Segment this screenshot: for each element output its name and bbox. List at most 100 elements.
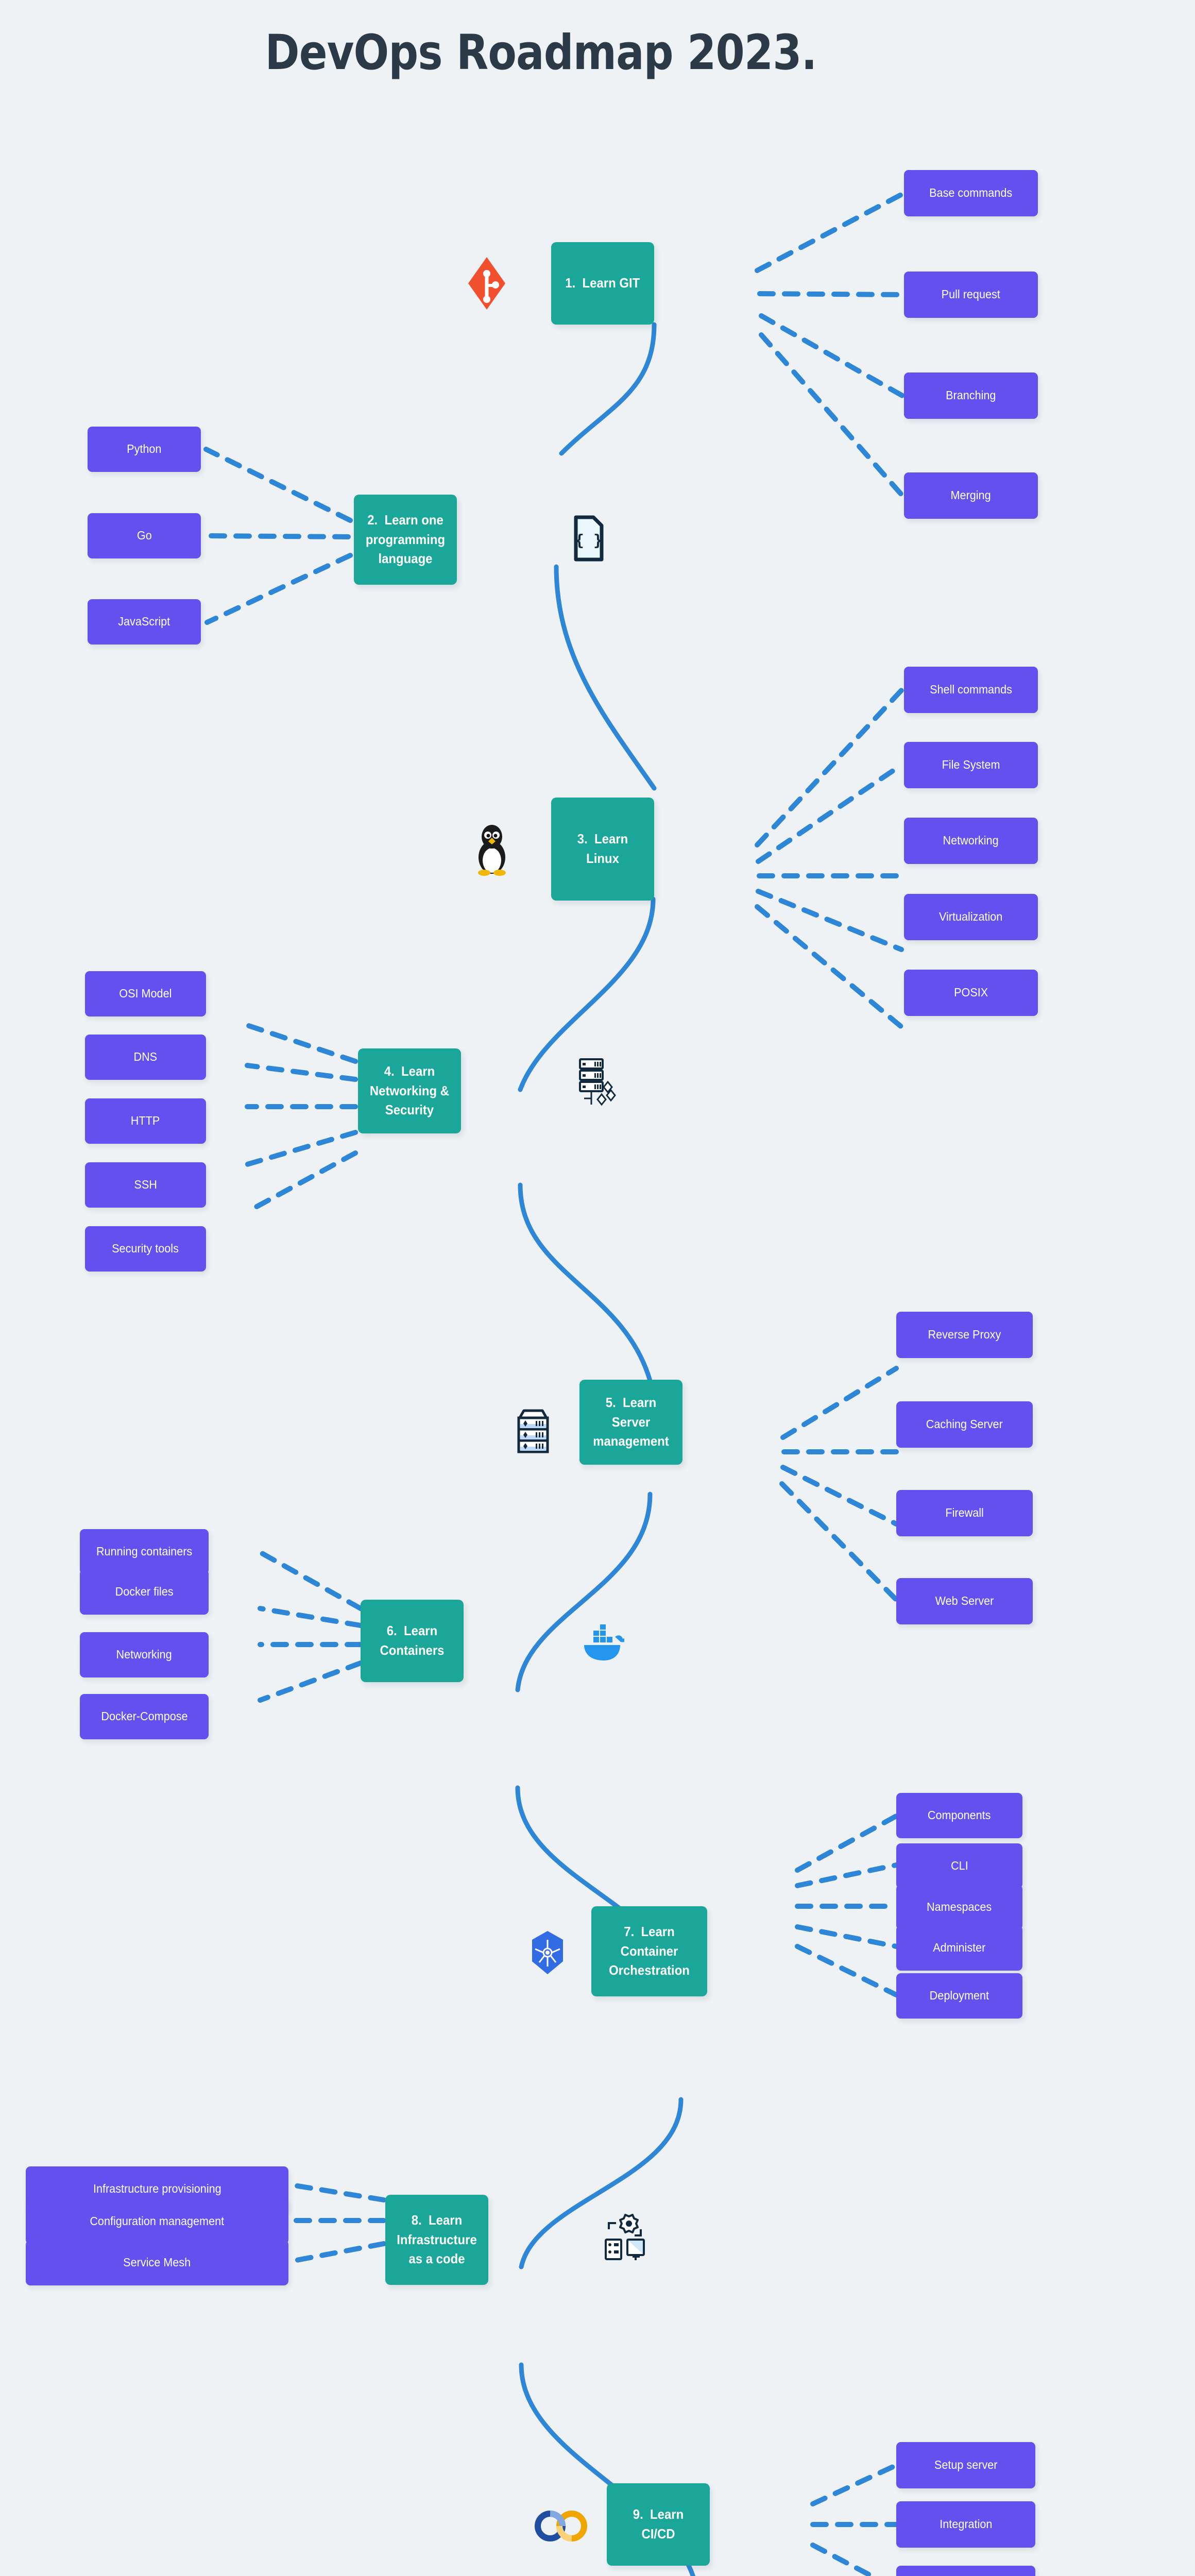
leaf-ssh[interactable]: SSH	[85, 1162, 206, 1208]
step-number: 9.	[633, 2506, 643, 2522]
leaf-security-tools[interactable]: Security tools	[85, 1226, 206, 1272]
leaf-label: Base commands	[929, 186, 1013, 200]
leaf-label: CLI	[950, 1859, 968, 1873]
leaf-label: SSH	[134, 1178, 157, 1192]
leaf-label: Setup server	[934, 2458, 998, 2472]
node-label: 6. Learn Containers	[371, 1621, 453, 1660]
leaf-label: Virtualization	[939, 910, 1003, 924]
leaf-pipeline-tools[interactable]: Pipeline tools	[896, 2566, 1035, 2576]
step-number: 7.	[624, 1923, 635, 1939]
step-number: 8.	[411, 2212, 422, 2228]
leaf-service-mesh[interactable]: Service Mesh	[26, 2240, 288, 2285]
leaf-label: Caching Server	[926, 1417, 1003, 1431]
leaf-label: Pull request	[941, 287, 1001, 301]
node-step-5[interactable]: 5. Learn Server management	[579, 1380, 682, 1465]
leaf-merging[interactable]: Merging	[904, 472, 1038, 519]
node-label: 5. Learn Server management	[590, 1393, 672, 1451]
node-step-3[interactable]: 3. Learn Linux	[551, 798, 654, 901]
step-number: 2.	[367, 512, 378, 528]
code-file-icon: { }	[571, 513, 607, 564]
leaf-go[interactable]: Go	[88, 513, 201, 558]
leaf-label: Security tools	[112, 1242, 179, 1256]
leaf-label: Firewall	[945, 1506, 984, 1520]
leaf-javascript[interactable]: JavaScript	[88, 599, 201, 645]
git-icon	[464, 252, 510, 314]
network-security-icon	[574, 1054, 621, 1110]
node-step-8[interactable]: 8. Learn Infrastructure as a code	[385, 2195, 488, 2285]
node-step-6[interactable]: 6. Learn Containers	[361, 1600, 464, 1682]
svg-text:{ }: { }	[575, 532, 603, 550]
leaf-osi-model[interactable]: OSI Model	[85, 971, 206, 1016]
leaf-administer[interactable]: Administer	[896, 1925, 1022, 1971]
node-step-9[interactable]: 9. Learn CI/CD	[607, 2483, 710, 2566]
leaf-web-server[interactable]: Web Server	[896, 1578, 1033, 1624]
leaf-label: File System	[942, 758, 1000, 772]
step-name: Learn Server management	[593, 1394, 669, 1449]
leaf-label: Docker-Compose	[100, 1709, 188, 1723]
leaf-label: OSI Model	[119, 987, 172, 1001]
cicd-infinity-icon	[533, 2501, 590, 2550]
page-title: DevOps Roadmap 2023.	[265, 25, 817, 81]
node-step-1[interactable]: 1. Learn GIT	[551, 242, 654, 325]
leaf-networking-docker[interactable]: Networking	[80, 1632, 209, 1677]
leaf-base-commands[interactable]: Base commands	[904, 170, 1038, 216]
step-name: Learn GIT	[582, 275, 640, 291]
leaf-setup-server[interactable]: Setup server	[896, 2442, 1035, 2488]
leaf-label: DNS	[133, 1050, 158, 1064]
leaf-docker-files[interactable]: Docker files	[80, 1569, 209, 1615]
leaf-label: Namespaces	[927, 1900, 992, 1914]
node-step-4[interactable]: 4. Learn Networking & Security	[358, 1048, 461, 1133]
leaf-label: Infrastructure provisioning	[93, 2182, 221, 2196]
leaf-label: Go	[136, 529, 152, 543]
leaf-caching-server[interactable]: Caching Server	[896, 1401, 1033, 1448]
step-number: 4.	[384, 1063, 395, 1079]
leaf-http[interactable]: HTTP	[85, 1098, 206, 1144]
leaf-virtualization[interactable]: Virtualization	[904, 894, 1038, 940]
step-number: 5.	[605, 1394, 616, 1410]
node-label: 2. Learn one programming language	[365, 511, 446, 569]
leaf-label: POSIX	[953, 986, 988, 999]
step-number: 3.	[577, 831, 588, 847]
leaf-file-system[interactable]: File System	[904, 742, 1038, 788]
leaf-running-containers[interactable]: Running containers	[80, 1529, 209, 1574]
leaf-label: Running containers	[96, 1545, 193, 1558]
leaf-label: Merging	[950, 488, 992, 502]
leaf-branching[interactable]: Branching	[904, 372, 1038, 419]
leaf-label: Configuration management	[90, 2214, 225, 2228]
leaf-deployment[interactable]: Deployment	[896, 1973, 1022, 2019]
infrastructure-code-icon	[600, 2209, 649, 2266]
leaf-label: JavaScript	[118, 615, 170, 629]
leaf-docker-compose[interactable]: Docker-Compose	[80, 1694, 209, 1739]
leaf-python[interactable]: Python	[88, 427, 201, 472]
docker-whale-icon	[579, 1620, 626, 1667]
leaf-label: Networking	[943, 834, 999, 848]
node-step-7[interactable]: 7. Learn Container Orchestration	[591, 1906, 707, 1996]
leaf-label: Components	[928, 1808, 991, 1822]
leaf-label: Web Server	[935, 1594, 994, 1608]
step-number: 6.	[386, 1623, 397, 1639]
leaf-posix[interactable]: POSIX	[904, 970, 1038, 1016]
node-label: 4. Learn Networking & Security	[369, 1062, 450, 1120]
kubernetes-icon	[524, 1927, 571, 1978]
leaf-pull-request[interactable]: Pull request	[904, 272, 1038, 318]
leaf-label: Shell commands	[930, 683, 1012, 697]
leaf-label: Docker files	[115, 1585, 174, 1599]
leaf-configuration-management[interactable]: Configuration management	[26, 2199, 288, 2244]
leaf-shell-commands[interactable]: Shell commands	[904, 667, 1038, 713]
leaf-label: Deployment	[929, 1989, 989, 2003]
leaf-integration[interactable]: Integration	[896, 2501, 1035, 2548]
leaf-namespaces[interactable]: Namespaces	[896, 1885, 1022, 1930]
step-number: 1.	[565, 275, 576, 291]
leaf-cli[interactable]: CLI	[896, 1843, 1022, 1889]
leaf-label: Python	[127, 442, 162, 456]
node-step-2[interactable]: 2. Learn one programming language	[354, 495, 457, 585]
linux-penguin-icon	[469, 819, 515, 878]
leaf-networking-linux[interactable]: Networking	[904, 818, 1038, 864]
step-name: Learn Infrastructure as a code	[397, 2212, 477, 2267]
node-label: 8. Learn Infrastructure as a code	[396, 2211, 477, 2269]
leaf-reverse-proxy[interactable]: Reverse Proxy	[896, 1312, 1033, 1358]
leaf-components[interactable]: Components	[896, 1793, 1022, 1838]
leaf-label: Networking	[116, 1648, 173, 1662]
leaf-firewall[interactable]: Firewall	[896, 1490, 1033, 1536]
leaf-dns[interactable]: DNS	[85, 1035, 206, 1080]
